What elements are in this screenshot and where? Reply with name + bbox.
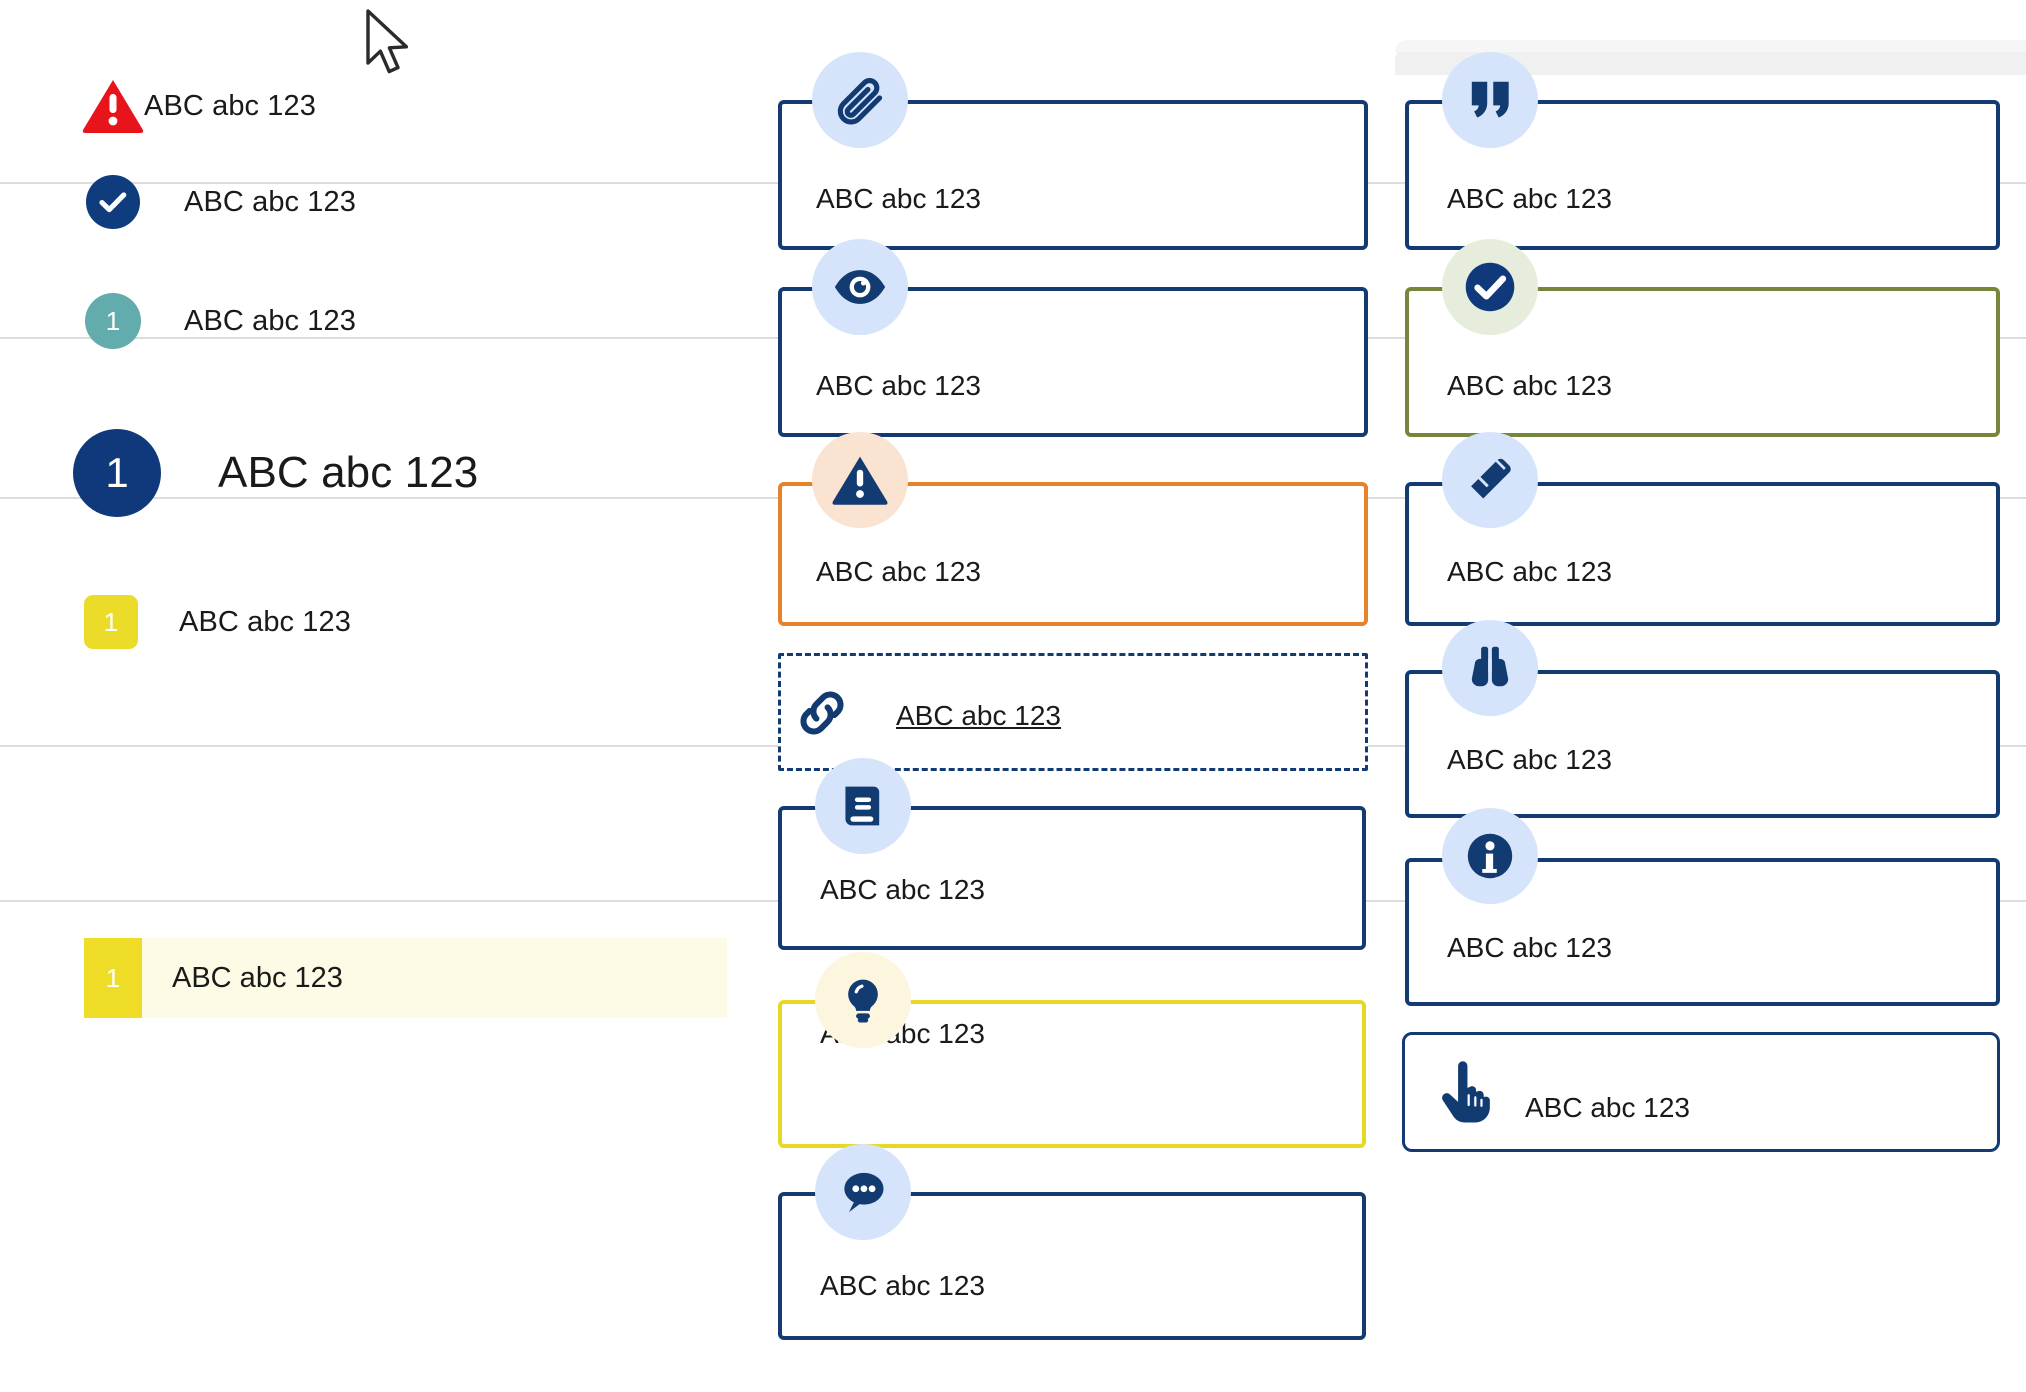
- warning-triangle-icon: [812, 432, 908, 528]
- number-square-icon: 1: [84, 595, 138, 649]
- card-label: ABC abc 123: [1447, 932, 1612, 963]
- binoculars-icon: [1442, 620, 1538, 716]
- sidebar-item-step[interactable]: 1 ABC abc 123: [85, 293, 356, 349]
- sidebar-item-step-large[interactable]: 1 ABC abc 123: [73, 429, 478, 517]
- lightbulb-icon: [815, 952, 911, 1048]
- quote-icon: [1442, 52, 1538, 148]
- hand-pointer-icon: [1434, 1060, 1494, 1129]
- sidebar-item-label: ABC abc 123: [184, 185, 356, 218]
- sidebar-item-label: ABC abc 123: [184, 304, 356, 337]
- number-circle-icon: 1: [73, 429, 161, 517]
- pencil-icon: [1442, 432, 1538, 528]
- info-circle-icon: [1442, 808, 1538, 904]
- sidebar-item-check[interactable]: ABC abc 123: [86, 175, 356, 229]
- sidebar-item-task-selected[interactable]: 1 ABC abc 123: [84, 938, 727, 1018]
- task-number: 1: [103, 606, 119, 637]
- card-label: ABC abc 123: [1447, 744, 1612, 775]
- link-chain-icon: [794, 685, 850, 746]
- sidebar-item-label: ABC abc 123: [172, 961, 343, 994]
- number-circle-icon: 1: [85, 293, 141, 349]
- step-number: 1: [105, 305, 121, 336]
- card-label: ABC abc 123: [820, 874, 985, 905]
- book-icon: [815, 758, 911, 854]
- card-link[interactable]: [778, 653, 1368, 771]
- sidebar-item-alert[interactable]: ABC abc 123: [82, 78, 316, 134]
- eye-icon: [812, 239, 908, 335]
- sidebar-item-task[interactable]: 1 ABC abc 123: [84, 595, 351, 649]
- sidebar-item-label: ABC abc 123: [179, 605, 351, 638]
- card-label: ABC abc 123: [1447, 183, 1612, 214]
- check-circle-icon: [1442, 239, 1538, 335]
- card-label: ABC abc 123: [820, 1270, 985, 1301]
- mouse-pointer: [364, 8, 416, 81]
- warning-triangle-icon: [82, 78, 144, 134]
- card-action[interactable]: [1402, 1032, 2000, 1152]
- check-circle-icon: [86, 175, 140, 229]
- card-label: ABC abc 123: [1525, 1092, 1690, 1123]
- sidebar-list: ABC abc 123 ABC abc 123 1 ABC abc 123 1 …: [0, 0, 760, 1392]
- number-square-icon: 1: [84, 938, 142, 1018]
- background-panel-shadow: [1395, 40, 2026, 52]
- step-number: 1: [105, 449, 129, 496]
- sidebar-item-label: ABC abc 123: [144, 89, 316, 122]
- card-label: ABC abc 123: [816, 370, 981, 401]
- card-label: ABC abc 123: [816, 556, 981, 587]
- task-number: 1: [105, 962, 121, 993]
- card-label: ABC abc 123: [816, 183, 981, 214]
- paperclip-icon: [812, 52, 908, 148]
- chat-bubble-icon: [815, 1144, 911, 1240]
- card-link-label[interactable]: ABC abc 123: [896, 700, 1061, 731]
- card-label: ABC abc 123: [1447, 370, 1612, 401]
- card-label: ABC abc 123: [1447, 556, 1612, 587]
- sidebar-item-label: ABC abc 123: [218, 448, 479, 497]
